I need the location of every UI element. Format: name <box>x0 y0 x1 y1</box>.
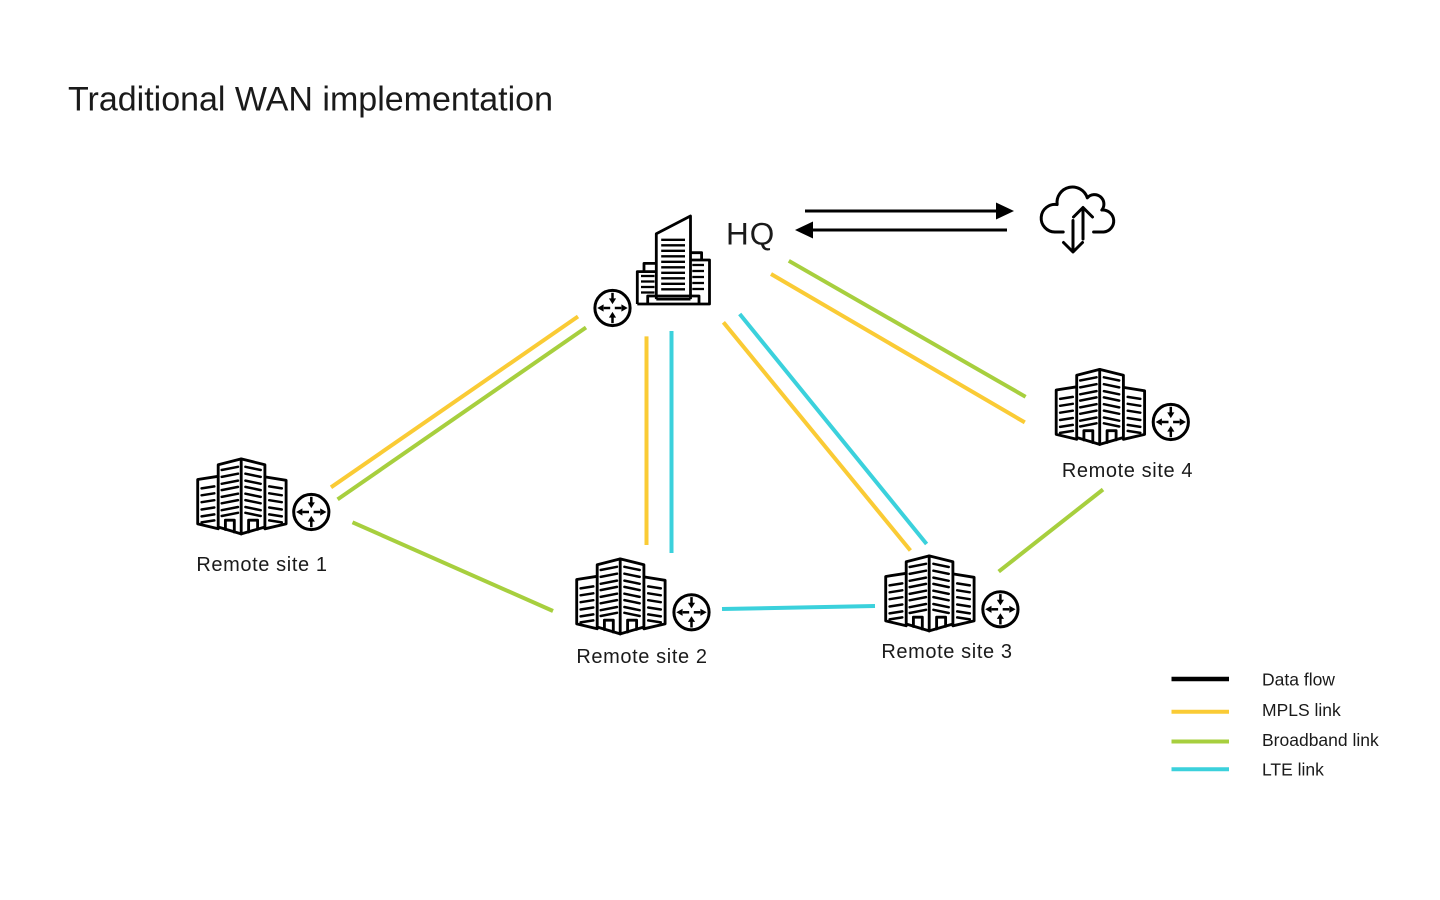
svg-text:Remote site 4: Remote site 4 <box>1062 460 1193 482</box>
svg-text:Data flow: Data flow <box>1262 670 1335 690</box>
svg-text:Broadband link: Broadband link <box>1262 730 1379 750</box>
svg-text:HQ: HQ <box>726 215 775 251</box>
svg-text:Remote site 3: Remote site 3 <box>881 641 1012 663</box>
svg-text:Remote site 2: Remote site 2 <box>576 646 707 668</box>
svg-text:MPLS link: MPLS link <box>1262 700 1341 720</box>
svg-text:LTE link: LTE link <box>1262 760 1324 780</box>
svg-text:Remote site 1: Remote site 1 <box>196 554 327 576</box>
svg-text:Traditional WAN implementation: Traditional WAN implementation <box>68 81 553 119</box>
